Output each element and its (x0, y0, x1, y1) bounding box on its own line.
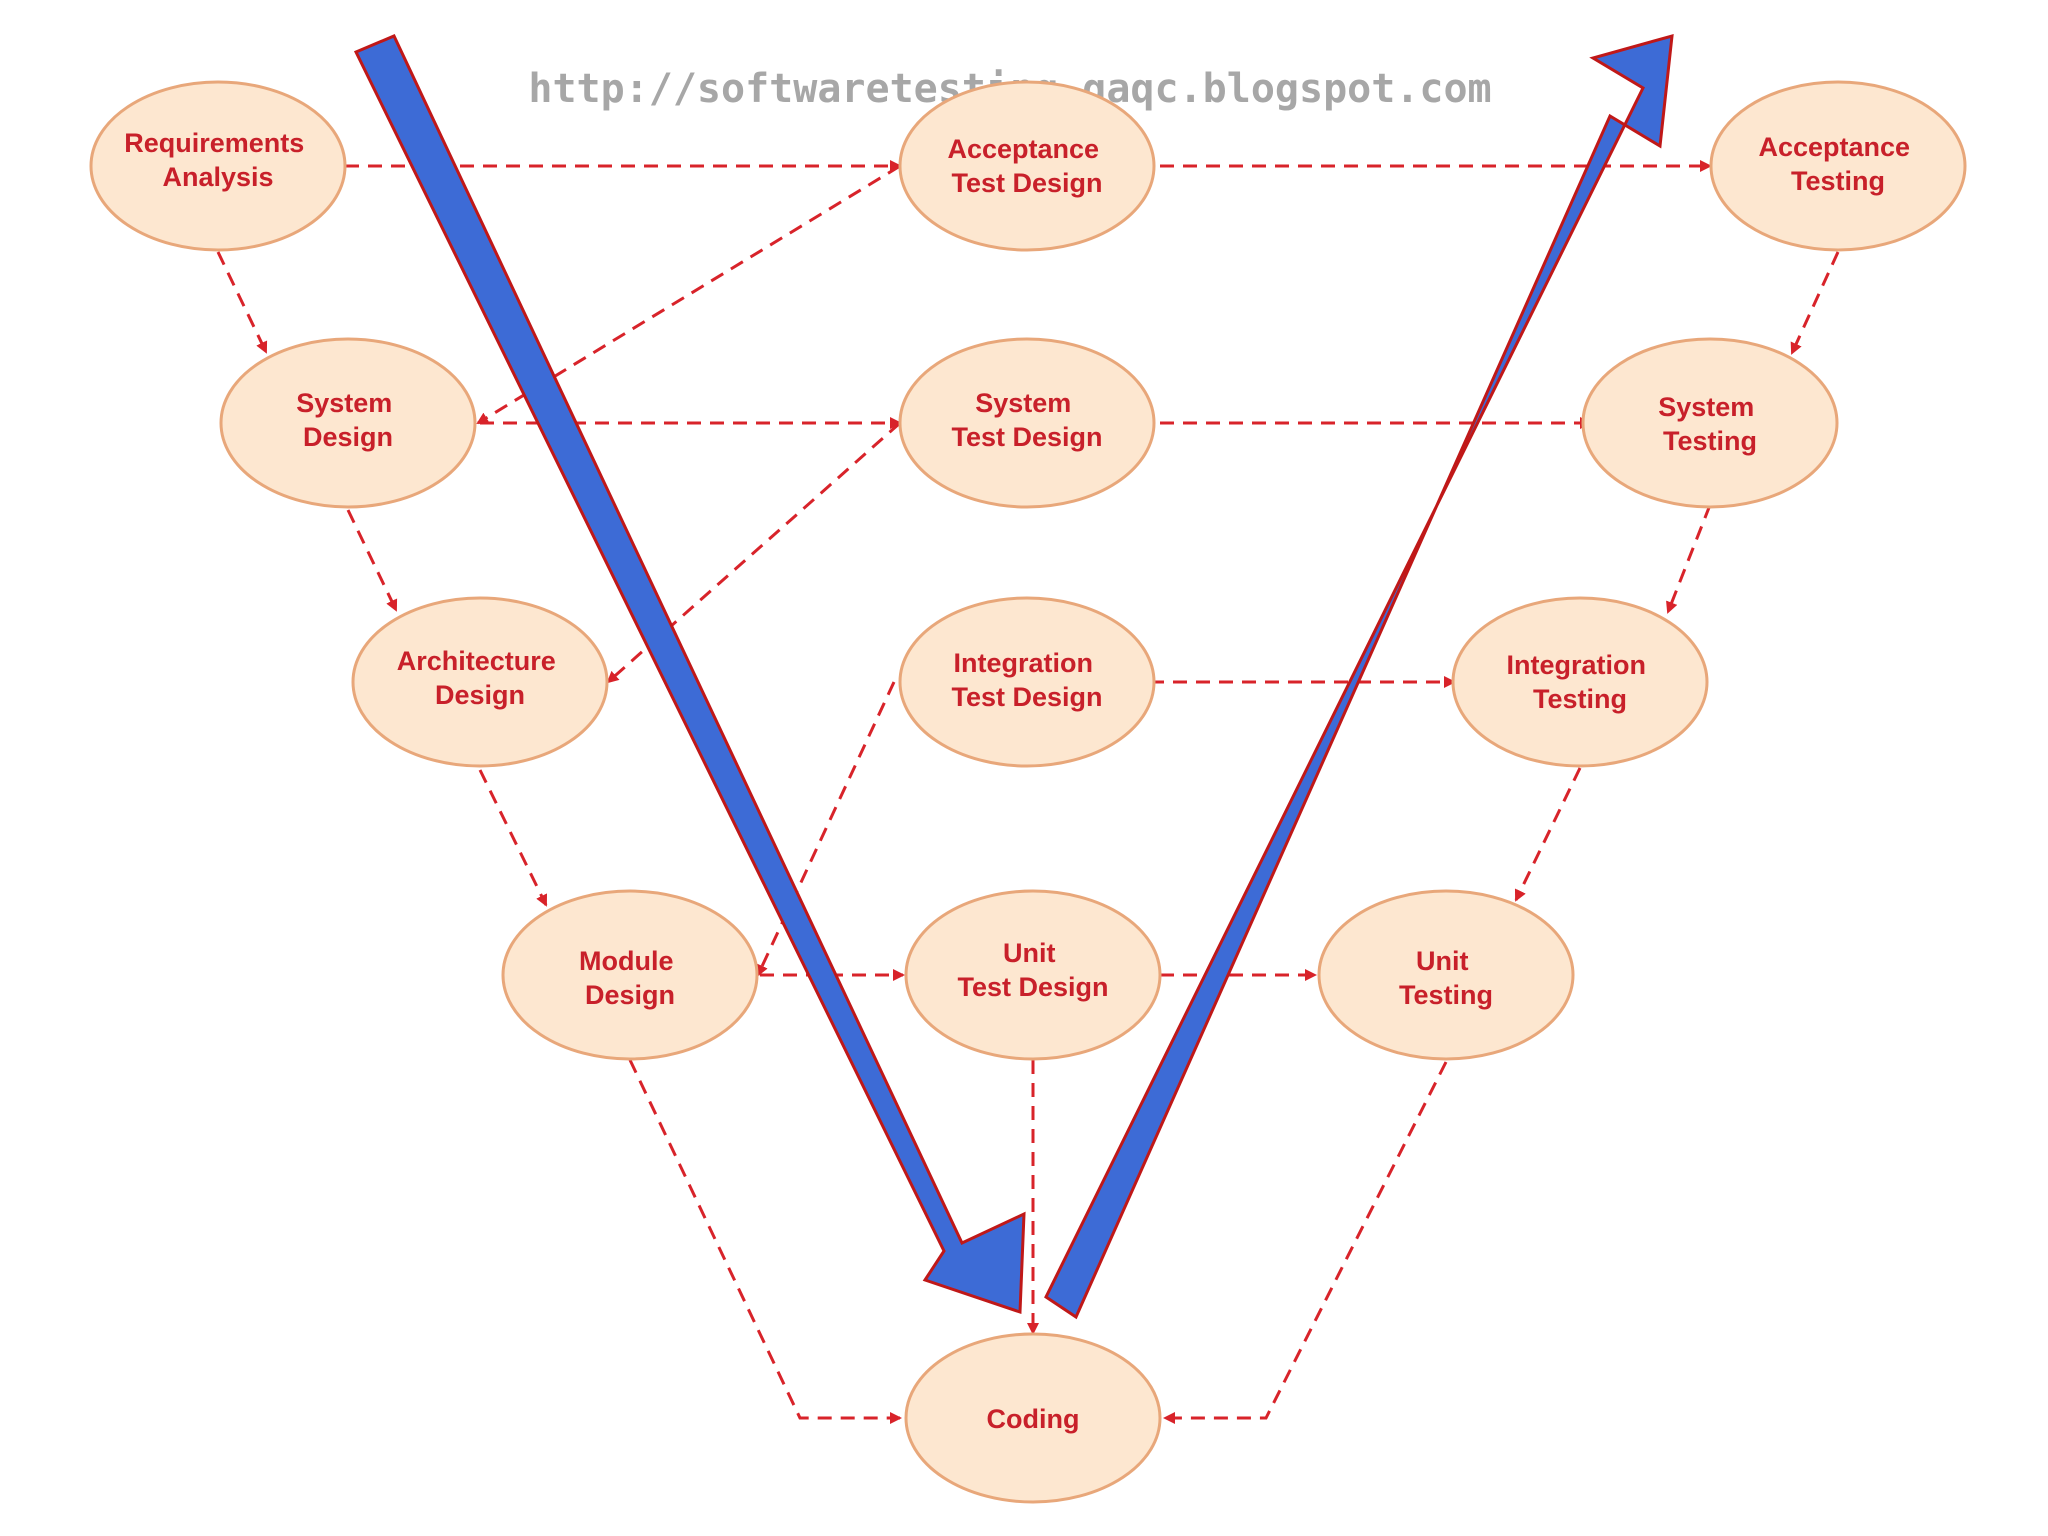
node-label-line: Module (579, 946, 674, 976)
node-label-line: Unit (1416, 946, 1468, 976)
edge-acc-test-design-to-sys-design (476, 164, 901, 425)
svg-text:Unit Testing: Unit Testing (1399, 946, 1493, 1010)
node-system-testing: System Testing (1581, 337, 1839, 509)
node-shape (89, 80, 347, 252)
node-label-line: Test Design (957, 972, 1108, 1002)
edge-acc-testing-to-sys-testing (1790, 251, 1840, 355)
svg-text:Integration Test Desig: Integration Test Design (951, 648, 1102, 712)
svg-text:Coding: Coding (987, 1404, 1080, 1434)
node-label-line: Test Design (951, 422, 1102, 452)
down-arrow (353, 34, 1026, 1315)
node-shape (904, 889, 1162, 1061)
edge-unit-testing-to-coding (1163, 1061, 1448, 1424)
node-label-line: Analysis (162, 162, 273, 192)
node-label-line: Integration (953, 648, 1093, 678)
node-shape (1317, 889, 1575, 1061)
svg-text:Integration Testing: Integration Testing (1506, 650, 1653, 714)
svg-text:Acceptance Testing: Acceptance Testing (1758, 132, 1917, 196)
node-label-line: Integration (1506, 650, 1646, 680)
svg-text:Architecture Design: Architecture Design (397, 646, 564, 710)
edge-arch-design-to-module-design (478, 769, 548, 907)
node-unit-testing: Unit Testing (1317, 889, 1575, 1061)
node-integration-testing: Integration Testing (1451, 596, 1709, 768)
node-label-line: Testing (1399, 980, 1493, 1010)
node-label-line: Testing (1533, 684, 1627, 714)
svg-text:System Design: System Design (296, 388, 400, 452)
node-label-line: Unit (1003, 938, 1055, 968)
edge-sys-testing-to-int-testing (1666, 504, 1712, 614)
edge-req-to-sys-design (216, 251, 268, 354)
edge-int-test-design-to-module-design (756, 681, 896, 977)
node-label-line: System (296, 388, 392, 418)
node-acceptance-test-design: Acceptance Test Design (898, 80, 1156, 252)
svg-text:Module Design: Module Design (579, 946, 681, 1010)
node-shape (898, 80, 1156, 252)
node-system-design: System Design (219, 337, 477, 509)
node-label-line: Testing (1663, 426, 1757, 456)
node-label-line: Design (435, 680, 525, 710)
node-shape (1581, 337, 1839, 509)
svg-text:Acceptance Test Design: Acceptance Test Design (947, 134, 1106, 198)
node-label-line: Testing (1791, 166, 1885, 196)
node-label-line: Design (303, 422, 393, 452)
node-module-design: Module Design (501, 889, 759, 1061)
node-label-line: Coding (987, 1404, 1080, 1434)
node-shape (1709, 80, 1967, 252)
svg-text:Requirements Analysis: Requirements Analysis (124, 128, 312, 192)
node-label-line: Test Design (951, 682, 1102, 712)
node-shape (219, 337, 477, 509)
node-shape (351, 596, 609, 768)
node-shape (898, 596, 1156, 768)
node-label-line: System (1658, 392, 1754, 422)
node-integration-test-design: Integration Test Design (898, 596, 1156, 768)
node-shape (1451, 596, 1709, 768)
node-shape (501, 889, 759, 1061)
node-architecture-design: Architecture Design (351, 596, 609, 768)
node-system-test-design: System Test Design (898, 337, 1156, 509)
node-label-line: Requirements (124, 128, 304, 158)
node-label-line: Design (585, 980, 675, 1010)
up-arrow (1044, 33, 1674, 1320)
phase-nodes: Requirements Analysis System Design Arch… (89, 80, 1967, 1504)
node-shape (904, 1332, 1162, 1504)
node-label-line: System (975, 388, 1071, 418)
v-shape-arrows (353, 33, 1674, 1320)
node-unit-test-design: Unit Test Design (904, 889, 1162, 1061)
svg-text:System Test Design: System Test Design (951, 388, 1102, 452)
edge-int-testing-to-unit-testing (1514, 767, 1582, 902)
node-acceptance-testing: Acceptance Testing (1709, 80, 1967, 252)
node-coding: Coding (904, 1332, 1162, 1504)
svg-text:Unit Test Design: Unit Test Design (957, 938, 1108, 1002)
edge-module-design-to-coding (628, 1059, 902, 1424)
node-label-line: Architecture (397, 646, 556, 676)
svg-text:System Testing: System Testing (1658, 392, 1762, 456)
node-label-line: Acceptance (947, 134, 1099, 164)
node-label-line: Acceptance (1758, 132, 1910, 162)
node-requirements-analysis: Requirements Analysis (89, 80, 347, 252)
edge-sys-design-to-arch-design (346, 509, 398, 612)
node-shape (898, 337, 1156, 509)
node-label-line: Test Design (951, 168, 1102, 198)
